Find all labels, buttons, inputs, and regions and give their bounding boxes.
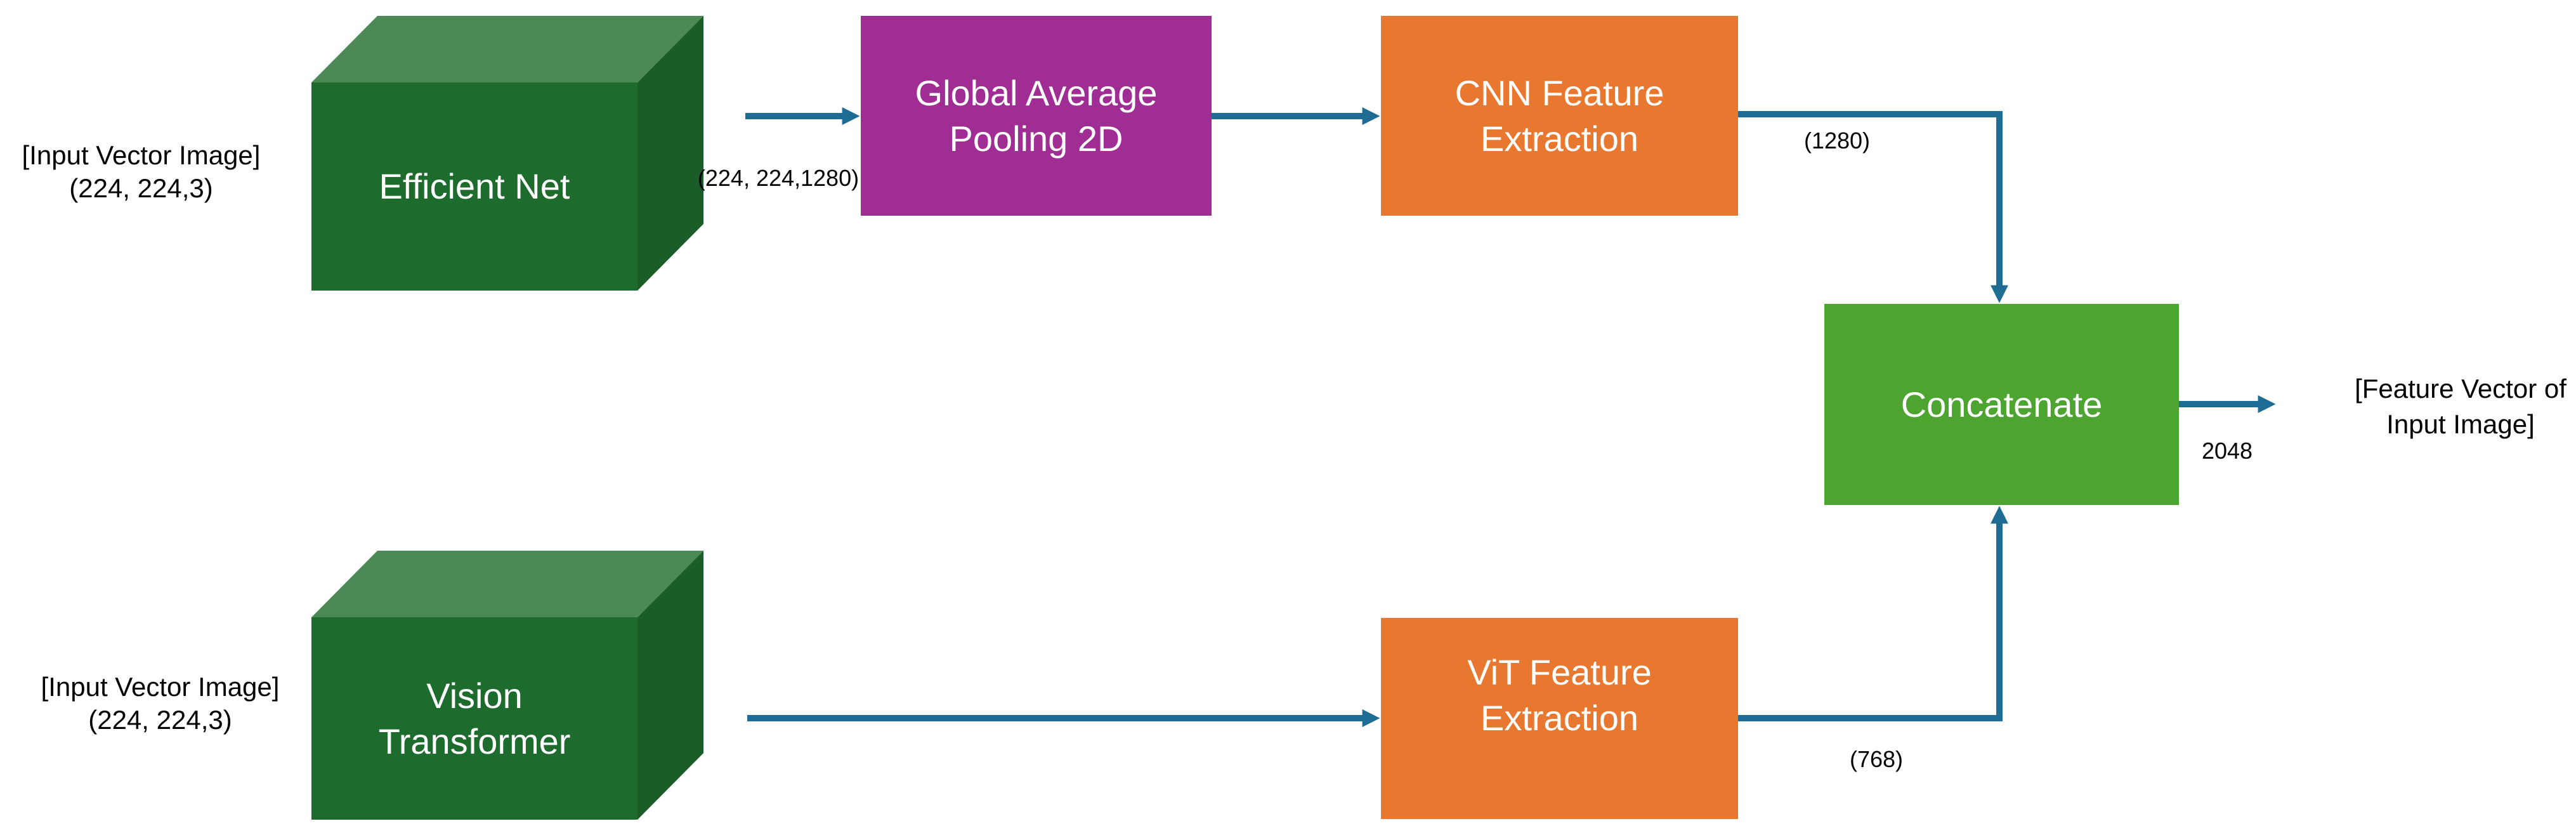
- efficient-net-box-front-face: [311, 82, 637, 291]
- efficient-net-box-side-face: [637, 16, 703, 291]
- concatenate-box: [1824, 304, 2179, 505]
- arrow-cnn-extraction-to-concatenate: [1738, 111, 2008, 303]
- vision-transformer-box-side-face: [637, 551, 703, 820]
- vit-feature-extraction-box: [1381, 618, 1738, 819]
- global-average-pooling-box: [861, 16, 1212, 216]
- efficient-net-box-top-face: [311, 16, 703, 82]
- arrow-vit-extraction-to-concatenate: [1738, 506, 2008, 721]
- vision-transformer-box-top-face: [311, 551, 703, 617]
- vision-transformer-box-front-face: [311, 617, 637, 820]
- cnn-feature-extraction-box: [1381, 16, 1738, 216]
